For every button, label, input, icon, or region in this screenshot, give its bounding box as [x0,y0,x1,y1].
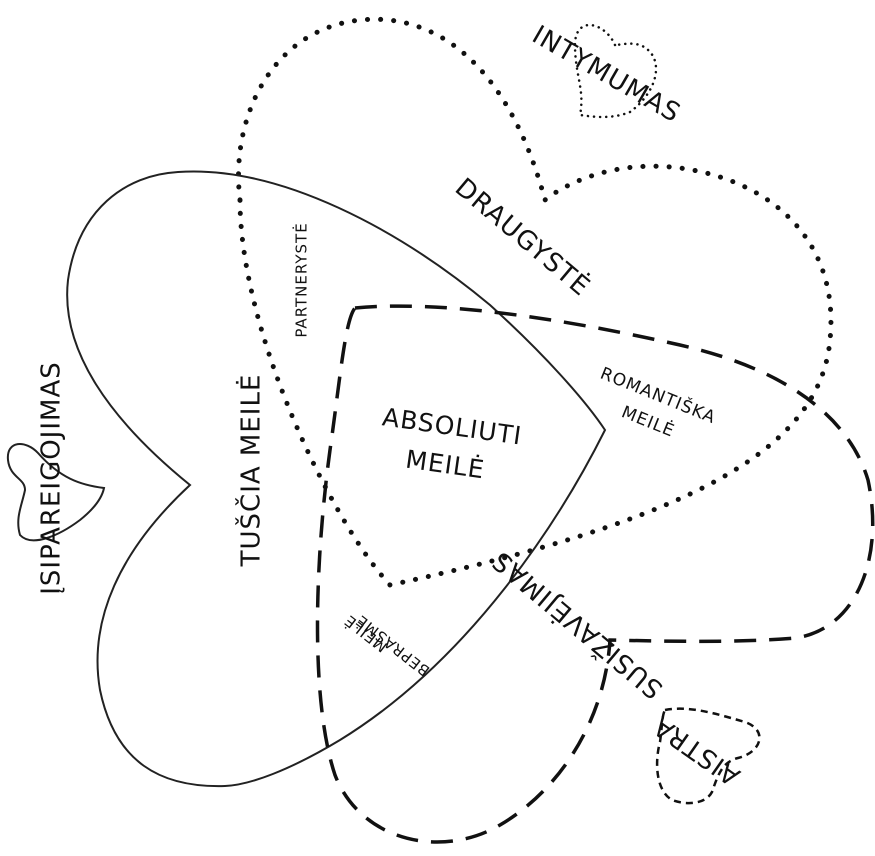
absolute-love-line2: MEILĖ [404,445,487,485]
commitment-label: ĮSIPAREIGOJIMAS [37,361,67,594]
partnership-label: PARTNERYSTĖ [292,222,311,337]
commitment-heart-icon [6,443,106,542]
empty-love-label: TUŠČIA MEILĖ [235,374,267,568]
intimacy-heart-icon [573,23,658,119]
commitment-heart [66,170,607,788]
friendship-label: DRAUGYSTĖ [449,171,597,302]
passion-heart [315,304,875,844]
passion-heart-icon [655,707,761,805]
infatuation-label: SUSIŽAVĖJIMAS [485,544,669,705]
intimacy-heart [236,16,834,588]
absolute-love-line1: ABSOLIUTI [381,402,524,450]
passion-label: AISTRA [648,710,746,791]
intimacy-label: INTYMUMAS [527,20,686,129]
